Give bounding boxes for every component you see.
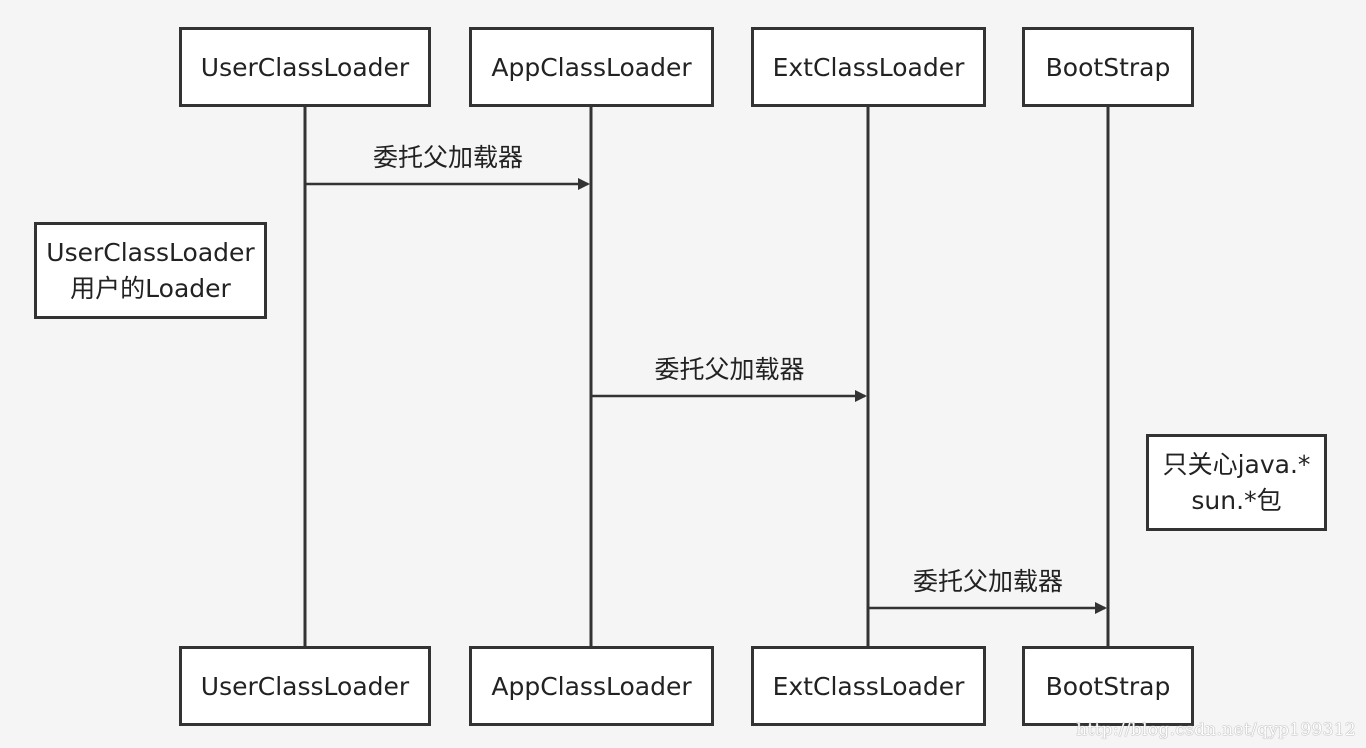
note-line: UserClassLoader [46, 237, 255, 267]
actor-label: AppClassLoader [491, 671, 692, 701]
actor-label: UserClassLoader [200, 671, 410, 701]
actor-top-app: AppClassLoader [469, 27, 714, 107]
actor-top-boot: BootStrap [1022, 27, 1194, 107]
actor-label: ExtClassLoader [772, 671, 965, 701]
actor-label: ExtClassLoader [772, 52, 965, 82]
actor-bottom-app: AppClassLoader [469, 646, 714, 726]
message-label-1: 委托父加载器 [372, 143, 523, 172]
actor-top-user: UserClassLoader [179, 27, 431, 107]
note-user-loader: UserClassLoader 用户的Loader [34, 222, 267, 319]
note-line: sun.*包 [1191, 485, 1282, 515]
message-label-3: 委托父加载器 [912, 567, 1063, 596]
watermark-url: http://blog.csdn.net/qyp199312 [1076, 720, 1356, 740]
note-bootstrap: 只关心java.* sun.*包 [1146, 434, 1327, 531]
actor-bottom-user: UserClassLoader [179, 646, 431, 726]
note-line: 用户的Loader [70, 273, 231, 303]
actor-label: AppClassLoader [491, 52, 692, 82]
actor-label: UserClassLoader [200, 52, 410, 82]
actor-bottom-ext: ExtClassLoader [751, 646, 986, 726]
note-line: 只关心java.* [1162, 449, 1311, 479]
message-label-2: 委托父加载器 [654, 355, 805, 384]
actor-label: BootStrap [1045, 52, 1171, 82]
actor-label: BootStrap [1045, 671, 1171, 701]
actor-top-ext: ExtClassLoader [751, 27, 986, 107]
actor-bottom-boot: BootStrap [1022, 646, 1194, 726]
